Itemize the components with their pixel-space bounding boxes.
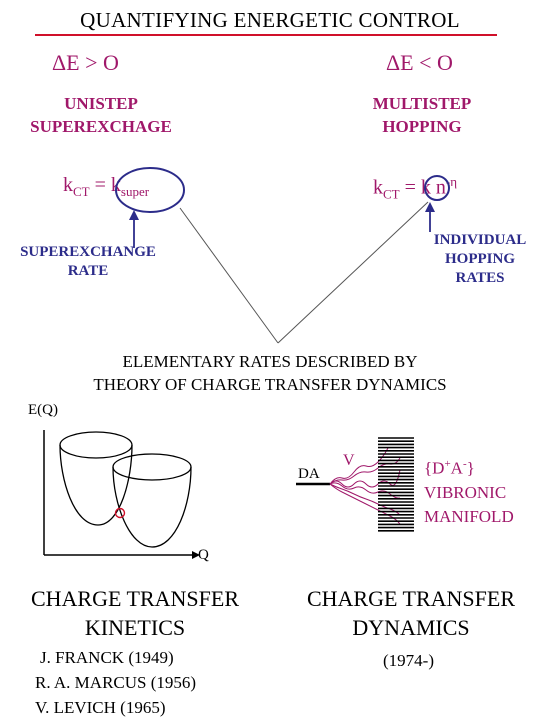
hopping-rates-label: INDIVIDUAL HOPPING RATES bbox=[422, 231, 538, 288]
title-underline bbox=[35, 34, 497, 36]
right-equals: = bbox=[399, 176, 421, 199]
vibronic-manifold-diagram bbox=[296, 437, 414, 532]
state-open: {D bbox=[424, 458, 445, 478]
left-delta-condition: ΔE > O bbox=[52, 50, 119, 75]
hopping-arrow bbox=[425, 202, 435, 232]
hopping-rates-line1: INDIVIDUAL bbox=[433, 232, 527, 248]
kinetics-line1: CHARGE TRANSFER bbox=[30, 586, 240, 611]
left-equals: = bbox=[89, 174, 111, 196]
manifold-levels bbox=[378, 437, 414, 532]
right-k-symbol: k bbox=[373, 176, 383, 199]
right-n-term: n bbox=[430, 176, 446, 199]
reference-marcus: R. A. MARCUS (1956) bbox=[35, 673, 197, 692]
reference-franck: J. FRANCK (1949) bbox=[40, 648, 174, 667]
page-title: QUANTIFYING ENERGETIC CONTROL bbox=[80, 8, 460, 32]
convergence-line-left bbox=[179, 207, 279, 344]
superexchange-rate-line1: SUPEREXCHANGE bbox=[20, 244, 156, 260]
manifold-line3: MANIFOLD bbox=[424, 506, 514, 526]
left-k-term-subscript: super bbox=[120, 184, 150, 199]
state-label: {D+A-} bbox=[424, 452, 514, 481]
reactant-surface-rim bbox=[59, 431, 133, 459]
dynamics-line2: DYNAMICS bbox=[352, 615, 470, 640]
x-axis-label: Q bbox=[198, 547, 209, 563]
crossing-point-marker bbox=[114, 507, 126, 519]
kinetics-heading: CHARGE TRANSFER KINETICS bbox=[4, 584, 266, 642]
k-super-highlight-ellipse bbox=[115, 167, 185, 213]
da-label: DA bbox=[298, 466, 320, 482]
product-surface-rim bbox=[112, 453, 192, 481]
superexchange-rate-label: SUPEREXCHANGE RATE bbox=[4, 243, 172, 281]
right-heading-line2: HOPPING bbox=[382, 117, 462, 136]
superexchange-arrow bbox=[129, 210, 139, 248]
state-close: } bbox=[466, 458, 475, 478]
hopping-rates-line2: HOPPING bbox=[445, 251, 515, 267]
kinetics-line2: KINETICS bbox=[84, 615, 186, 640]
dynamics-heading: CHARGE TRANSFER DYNAMICS bbox=[284, 584, 538, 642]
manifold-line2: VIBRONIC bbox=[424, 482, 507, 502]
elementary-line2: THEORY OF CHARGE TRANSFER DYNAMICS bbox=[93, 375, 447, 394]
coupling-v-label: V bbox=[343, 452, 355, 469]
right-n-exponent: -η bbox=[445, 174, 458, 189]
state-minus: - bbox=[462, 458, 467, 470]
right-delta-condition: ΔE < O bbox=[386, 50, 453, 75]
elementary-line1: ELEMENTARY RATES DESCRIBED BY bbox=[122, 352, 418, 371]
dynamics-years: (1974-) bbox=[383, 651, 434, 670]
state-a: A bbox=[450, 458, 463, 478]
left-k-subscript: CT bbox=[73, 184, 90, 199]
left-heading-line2: SUPEREXCHAGE bbox=[30, 117, 172, 136]
superexchange-rate-line2: RATE bbox=[67, 263, 109, 279]
left-heading-line1: UNISTEP bbox=[64, 94, 138, 113]
elementary-rates-text: ELEMENTARY RATES DESCRIBED BY THEORY OF … bbox=[0, 350, 540, 396]
state-plus: + bbox=[444, 458, 451, 470]
right-heading-line1: MULTISTEP bbox=[372, 94, 472, 113]
right-k-subscript: CT bbox=[383, 186, 400, 202]
hopping-rates-line3: RATES bbox=[455, 270, 505, 286]
left-mechanism-heading: UNISTEP SUPEREXCHAGE bbox=[8, 92, 194, 138]
k-hop-highlight-circle bbox=[424, 175, 450, 201]
left-k-symbol: k bbox=[63, 174, 73, 196]
dynamics-line1: CHARGE TRANSFER bbox=[306, 586, 516, 611]
potential-energy-plot bbox=[43, 430, 200, 559]
vibronic-manifold-label: {D+A-} VIBRONIC MANIFOLD bbox=[424, 452, 514, 529]
right-mechanism-heading: MULTISTEP HOPPING bbox=[330, 92, 514, 138]
x-axis-arrowhead bbox=[192, 551, 200, 559]
convergence-line-right bbox=[277, 201, 429, 344]
reference-levich: V. LEVICH (1965) bbox=[35, 698, 166, 717]
y-axis-label: E(Q) bbox=[28, 402, 58, 418]
product-surface bbox=[112, 466, 192, 548]
